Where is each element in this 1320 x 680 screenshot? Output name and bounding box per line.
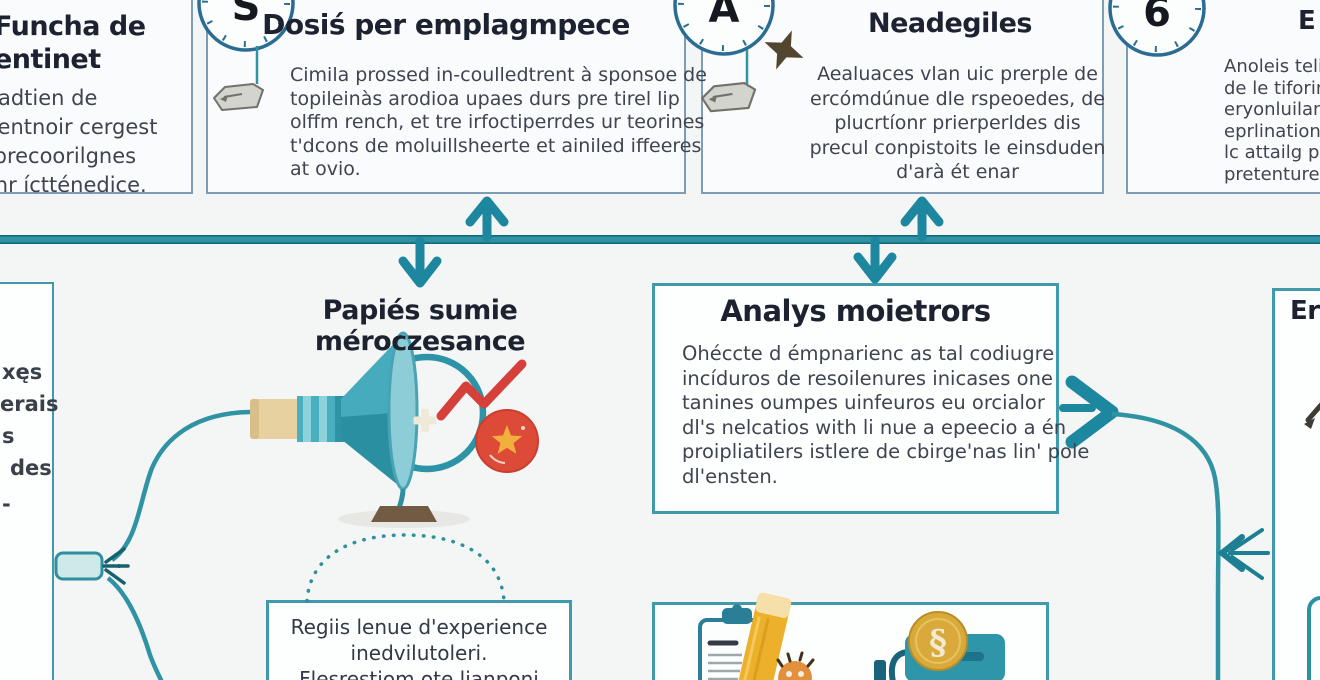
- box2-title: Dosiś per emplagmpece: [262, 8, 630, 41]
- converge-arrow-left-icon: [102, 547, 130, 585]
- arrow-up-left-icon: [465, 196, 509, 242]
- analysis-box: [652, 283, 1059, 514]
- box4-title: E: [1298, 6, 1316, 36]
- converge-arrow-right-icon: [1217, 528, 1270, 580]
- experience-body: Regiis lenue d'experience inedvilutoleri…: [290, 615, 548, 680]
- icons-box: [652, 602, 1049, 680]
- right-box-title: Er: [1290, 296, 1320, 326]
- analysis-title: Analys moietrors: [720, 294, 991, 328]
- left-side-box: [0, 282, 54, 680]
- star-badge-icon: [475, 409, 539, 473]
- right-side-box: [1272, 288, 1320, 680]
- left-connector-curve: [54, 409, 251, 680]
- dashed-arc: [305, 533, 506, 603]
- shadow: [338, 510, 470, 528]
- box1-body: pradtien de ntentnoir cergest s precoori…: [0, 86, 158, 197]
- stage-title: Papiés sumie méroczesance: [314, 295, 526, 357]
- plus-icon: [413, 409, 437, 432]
- arrow-down-right-icon: [853, 236, 897, 284]
- megaphone-icon: [250, 331, 487, 528]
- box4-body: Anoleis teli de le tiforin eryonluilan e…: [1224, 56, 1320, 185]
- trend-zigzag-icon: [436, 359, 527, 421]
- analysis-body: Ohéccte d émpnarienc as tal codiugre inc…: [682, 342, 1090, 488]
- box3-body: Aealuaces vlan uic prerple de ercómdúnue…: [809, 63, 1106, 183]
- box1-title: Funcha de entinet: [0, 11, 146, 75]
- stand-base: [371, 506, 437, 522]
- arrow-down-left-icon: [398, 236, 442, 288]
- box3-title: Neadegiles: [868, 8, 1033, 39]
- top-box-1: [0, 0, 193, 194]
- main-flow-line: [0, 235, 1320, 244]
- arrow-up-right-icon: [900, 196, 944, 242]
- box2-body: Cimila prossed in-coulledtrent à sponsoe…: [290, 64, 707, 180]
- right-connector-curve: [1059, 375, 1270, 680]
